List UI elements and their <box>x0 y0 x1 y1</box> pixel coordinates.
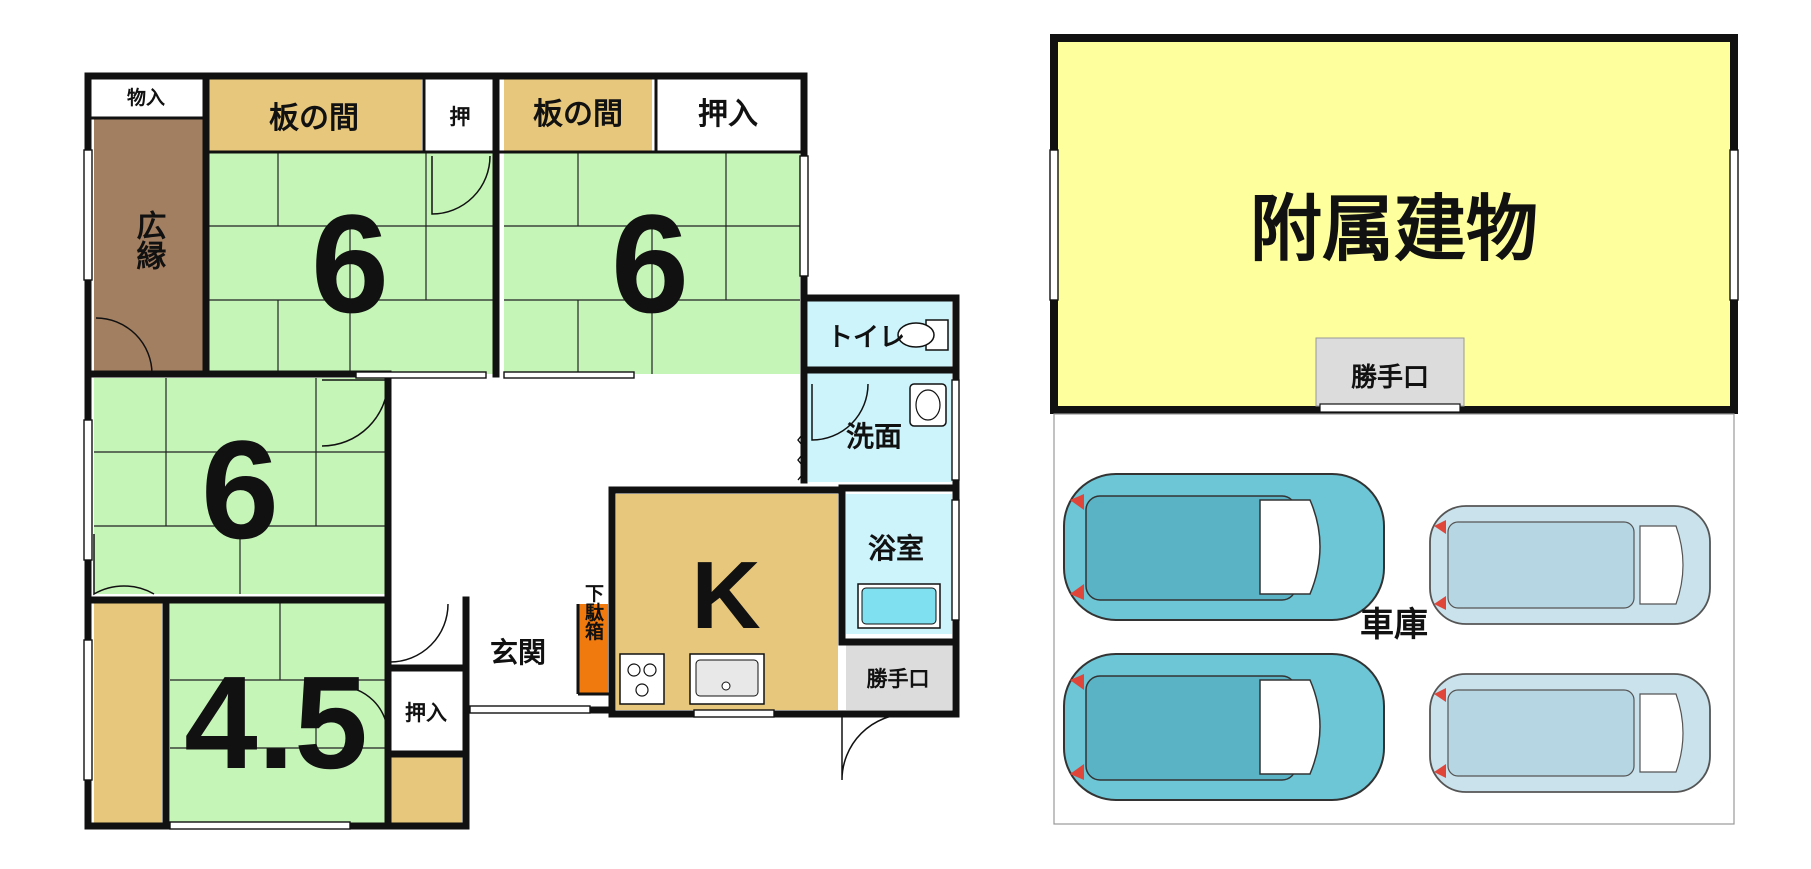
bathtub-icon <box>857 583 941 629</box>
door-swing-icon <box>93 155 909 781</box>
plank-floor-ne <box>504 78 652 152</box>
tatami-lines-sw <box>170 602 388 749</box>
car-icon <box>1429 505 1711 625</box>
thin-partitions <box>88 78 804 696</box>
closet-oshiire-top-label: 押入 <box>698 97 758 132</box>
closet-oshi-label: 押 <box>450 105 471 129</box>
bathroom-label: 浴室 <box>868 532 924 565</box>
annex-door-sill <box>1319 403 1461 413</box>
closet-oshi <box>424 78 496 152</box>
washroom-label: 洗面 <box>846 420 902 453</box>
stove-icon <box>619 653 665 705</box>
kitchen-sink-icon <box>689 653 765 705</box>
garage-label: 車庫 <box>1360 605 1428 645</box>
garage: 車庫 <box>1053 413 1735 825</box>
car-icon <box>1429 673 1711 793</box>
room-6-nw-mats: 6 <box>311 185 389 342</box>
shoe-cabinet-label: 下駄箱 <box>582 584 604 642</box>
annex-building: 附属建物 勝手口 <box>1049 34 1739 414</box>
closet-oshiire-top <box>656 78 804 152</box>
tatami-lines-nw <box>206 152 496 374</box>
closet-small-top <box>88 78 206 118</box>
room-4-5-mats: 4.5 <box>184 649 368 796</box>
plank-strip-se <box>388 754 462 824</box>
plank-ne-label: 板の間 <box>533 97 623 132</box>
closet-oshiire-bottom <box>388 668 462 728</box>
tatami-lines-ne <box>504 152 800 374</box>
tatami-room-nw <box>206 152 496 374</box>
car-icon <box>1063 473 1385 621</box>
car-icon <box>1063 653 1385 801</box>
room-6-w-mats: 6 <box>201 411 279 568</box>
toilet-icon <box>897 319 949 351</box>
sink-icon <box>909 383 947 427</box>
annex-side-entrance <box>1315 337 1465 407</box>
closet-oshiire-bottom-label: 押入 <box>405 701 447 725</box>
veranda <box>94 118 206 374</box>
plank-strip-sw <box>94 602 162 824</box>
closet-small-top-label: 物入 <box>127 86 165 109</box>
annex-side-entrance-label: 勝手口 <box>1351 363 1429 393</box>
veranda-label: 広縁 <box>131 210 167 270</box>
plank-nw-label: 板の間 <box>269 101 359 136</box>
toilet-label: トイレ <box>827 323 905 353</box>
folding-door-icon <box>797 429 807 481</box>
plank-floor-nw <box>206 78 422 152</box>
windows-main <box>83 149 960 830</box>
annex-title: 附属建物 <box>1250 187 1538 271</box>
main-house: 物入 板の間 押 板の間 押入 広縁 6 6 6 4.5 押入 玄関 下駄箱 K… <box>83 72 960 830</box>
room-6-ne-mats: 6 <box>611 185 689 342</box>
shoe-cabinet <box>578 604 608 694</box>
tatami-lines-w <box>94 378 388 594</box>
tatami-room-sw <box>170 602 388 824</box>
tatami-room-w <box>94 378 388 594</box>
annex-window-right <box>1729 149 1739 301</box>
entrance-label: 玄関 <box>490 636 546 669</box>
kitchen-label: K <box>691 542 760 649</box>
side-entrance-main <box>846 644 952 710</box>
side-entrance-main-label: 勝手口 <box>867 667 930 691</box>
annex-window-left <box>1049 149 1059 301</box>
